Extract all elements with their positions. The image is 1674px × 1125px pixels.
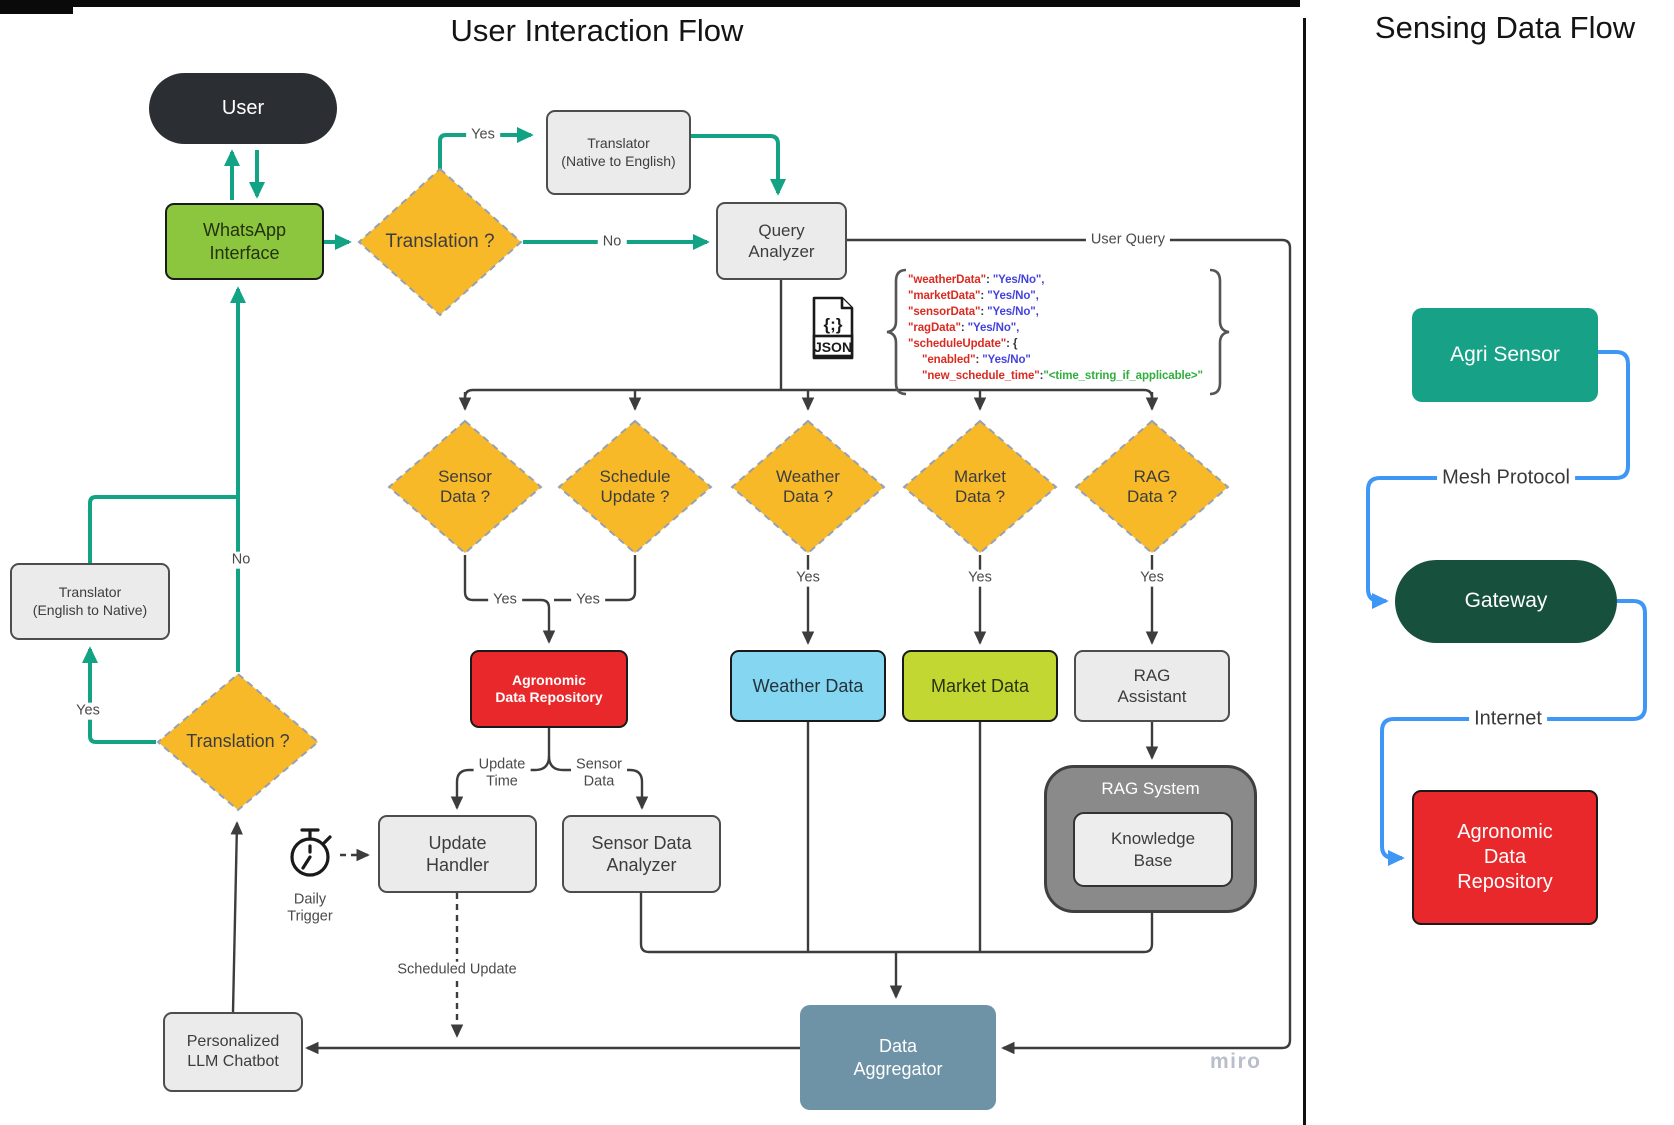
label-user-query: User Query — [1085, 231, 1171, 249]
json-output-snippet: "weatherData": "Yes/No", "marketData": "… — [908, 272, 1203, 384]
json-line: "sensorData": "Yes/No", — [908, 306, 1039, 318]
label-daily-trigger: Daily Trigger — [287, 891, 333, 924]
label-scheduled-update: Scheduled Update — [392, 961, 522, 979]
whatsapp-interface-node: WhatsApp Interface — [165, 203, 324, 280]
query-analyzer-node: Query Analyzer — [716, 202, 847, 280]
label-sensor-data: Sensor Data — [571, 756, 627, 790]
panel-divider — [1303, 18, 1306, 1125]
dark-flow-edges — [230, 238, 1292, 1055]
translator-native-to-english-node: Translator (Native to English) — [546, 110, 691, 195]
personalized-llm-chatbot-node: Personalized LLM Chatbot — [163, 1012, 303, 1092]
label-update-time: Update Time — [473, 756, 531, 790]
edge-translator-e2n-up-join — [88, 495, 238, 563]
top-corner-block — [0, 0, 73, 14]
page-title-sensing-data: Sensing Data Flow — [1374, 10, 1636, 45]
json-line: "enabled": "Yes/No" — [922, 354, 1031, 366]
decision-weather-data: Weather Data ? — [730, 419, 886, 555]
label-no-top: No — [597, 233, 627, 251]
label-no-left: No — [226, 551, 256, 569]
miro-watermark: miro — [1210, 1050, 1262, 1073]
decision-rag-data: RAG Data ? — [1074, 419, 1230, 555]
left-brace — [886, 268, 907, 396]
label-yes-left: Yes — [71, 702, 105, 720]
svg-text:{;}: {;} — [824, 315, 843, 334]
rag-assistant-node: RAG Assistant — [1074, 650, 1230, 722]
json-line: "marketData": "Yes/No", — [908, 290, 1039, 302]
edge-schedule-yes — [554, 555, 637, 602]
decision-label: Schedule Update ? — [599, 466, 671, 506]
label-yes-market: Yes — [963, 569, 997, 587]
decision-label: Market Data ? — [954, 466, 1006, 506]
agronomic-data-repository-side-node: Agronomic Data Repository — [1412, 790, 1598, 925]
knowledge-base-node: Knowledge Base — [1073, 812, 1233, 887]
edge-translator-to-query-analyzer — [691, 134, 786, 196]
agri-sensor-node: Agri Sensor — [1412, 308, 1598, 402]
update-handler-node: Update Handler — [378, 815, 537, 893]
label-mesh-protocol: Mesh Protocol — [1437, 466, 1575, 490]
market-data-node: Market Data — [902, 650, 1058, 722]
translator-english-to-native-node: Translator (English to Native) — [10, 563, 170, 640]
decision-translation-left: Translation ? — [156, 672, 320, 812]
edge-sda-to-mergebar — [639, 893, 650, 954]
label-yes-sensor: Yes — [488, 591, 522, 609]
json-line: "weatherData": "Yes/No", — [908, 274, 1045, 286]
label-internet: Internet — [1469, 707, 1547, 731]
decision-label: RAG Data ? — [1126, 466, 1178, 506]
edge-repo-split-right — [547, 755, 649, 810]
decision-label: Translation ? — [385, 230, 495, 252]
label-yes-rag: Yes — [1135, 569, 1169, 587]
json-line: "ragData": "Yes/No", — [908, 322, 1020, 334]
gateway-node: Gateway — [1395, 560, 1617, 643]
decision-market-data: Market Data ? — [902, 419, 1058, 555]
decision-label: Weather Data ? — [776, 466, 840, 506]
clock-icon — [290, 828, 332, 877]
label-yes-top: Yes — [466, 126, 500, 144]
decision-translation-top: Translation ? — [357, 167, 523, 317]
edge-translation-yes-to-translator — [438, 127, 534, 170]
decision-label: Sensor Data ? — [438, 466, 492, 506]
weather-data-node: Weather Data — [730, 650, 886, 722]
data-aggregator-node: Data Aggregator — [800, 1005, 996, 1110]
edge-ragsystem-down — [1143, 913, 1154, 954]
svg-text:JSON: JSON — [814, 339, 852, 355]
decision-sensor-data: Sensor Data ? — [387, 419, 543, 555]
label-yes-schedule: Yes — [571, 591, 605, 609]
json-line: "scheduleUpdate": { — [908, 338, 1018, 350]
decision-schedule-update: Schedule Update ? — [557, 419, 713, 555]
user-node: User — [149, 73, 337, 144]
decision-label: Translation ? — [186, 731, 290, 752]
sensor-data-analyzer-node: Sensor Data Analyzer — [562, 815, 721, 893]
json-file-icon: {;} JSON — [812, 296, 854, 360]
edge-chatbot-to-translation-left — [230, 821, 243, 1013]
json-line: "new_schedule_time":"<time_string_if_app… — [922, 370, 1203, 382]
json-braces — [886, 268, 1230, 396]
page-title-user-interaction: User Interaction Flow — [450, 13, 744, 48]
edge-user-query — [847, 238, 1292, 1055]
rag-system-label: RAG System — [1101, 779, 1200, 798]
top-border-line — [0, 0, 1300, 7]
agronomic-data-repository-node: Agronomic Data Repository — [470, 650, 628, 728]
edge-translation-left-yes-to-translator — [82, 646, 156, 744]
label-yes-weather: Yes — [791, 569, 825, 587]
right-brace — [1209, 268, 1230, 396]
